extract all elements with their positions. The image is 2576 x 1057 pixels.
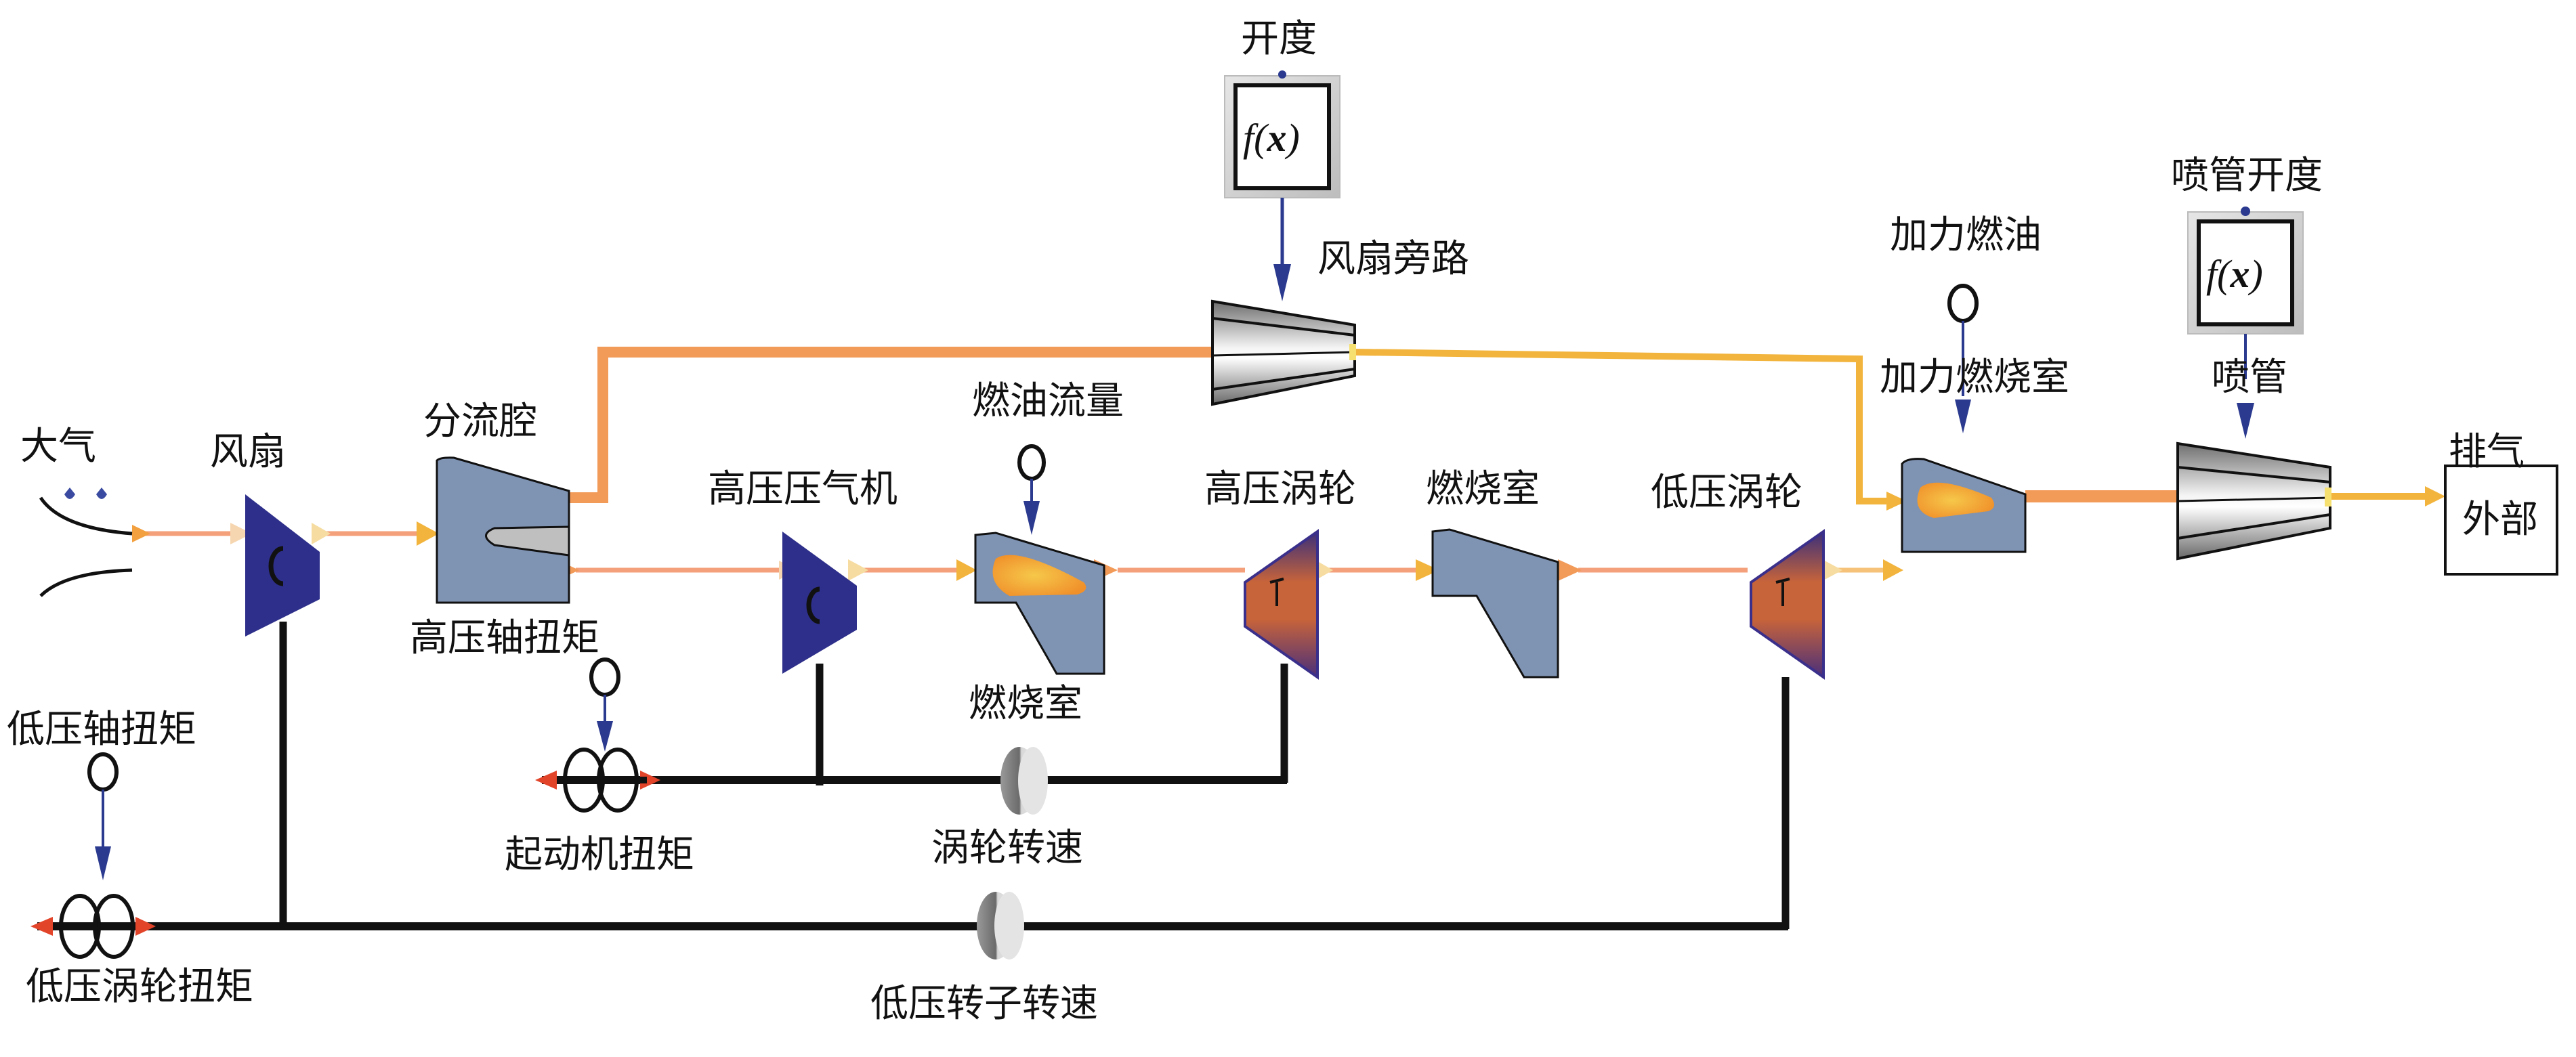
lp-turbine-torque-icon <box>30 894 156 959</box>
outside-boundary-box <box>2444 465 2558 576</box>
hp-shaft-torque-label: 高压轴扭矩 <box>410 616 599 660</box>
fx-x: x <box>1267 116 1287 160</box>
nozzle-label: 喷管 <box>2212 355 2287 400</box>
nozzle-opening-label: 喷管开度 <box>2171 154 2323 198</box>
fx-close: ) <box>1286 116 1300 160</box>
hp-shaft <box>542 664 1288 785</box>
fx-close: ) <box>2250 252 2263 296</box>
fan-bypass-label: 风扇旁路 <box>1317 237 1469 281</box>
ab-fuel-label: 加力燃油 <box>1890 213 2042 257</box>
main-combustor-icon <box>1431 528 1559 678</box>
ab-fuel-input <box>1947 284 1979 433</box>
bypass-fx-label: f(x) <box>1243 118 1300 158</box>
fuel-flow-label: 燃油流量 <box>972 379 1124 423</box>
combustor-label: 燃烧室 <box>969 682 1082 726</box>
outside-label: 外部 <box>2462 498 2538 542</box>
bypass-opening-fx-frame <box>1224 70 1340 301</box>
fan-compressor-icon <box>245 494 320 637</box>
fx-open: ( <box>2217 252 2231 296</box>
lp-turbine-label: 低压涡轮 <box>1651 471 1802 515</box>
fuel-flow-input <box>1017 444 1046 535</box>
turbine-speed-label: 涡轮转速 <box>931 826 1083 870</box>
nozzle-opening-fx-frame <box>2187 207 2304 439</box>
hp-compressor-icon <box>782 532 857 674</box>
core-flow-lines <box>135 531 1890 573</box>
hp-turbine-label: 高压涡轮 <box>1204 467 1356 511</box>
lp-shaft <box>37 622 1790 930</box>
lp-rotor-speed-sensor-icon <box>977 892 1024 959</box>
main-combustor-label: 燃烧室 <box>1426 467 1540 511</box>
fx-f: f <box>2206 252 2218 296</box>
fan-bypass-duct-icon <box>1211 299 1356 406</box>
turbine-speed-sensor-icon <box>1000 747 1048 815</box>
lp-shaft-torque-input <box>87 752 119 880</box>
bypass-opening-label: 开度 <box>1241 17 1317 61</box>
fx-x: x <box>2230 252 2250 296</box>
exhaust-label: 排气 <box>2449 430 2525 474</box>
lp-shaft-torque-label: 低压轴扭矩 <box>7 708 196 752</box>
bypass-exit-flow-line <box>1354 349 1900 504</box>
hp-turbine-icon <box>1244 529 1319 680</box>
lp-rotor-speed-label: 低压转子转速 <box>870 982 1098 1026</box>
bypass-flow-line <box>569 347 1212 503</box>
atmosphere-label: 大气 <box>20 425 96 469</box>
fx-f: f <box>1243 116 1254 160</box>
starter-torque-label: 起动机扭矩 <box>505 833 694 877</box>
hp-shaft-torque-input <box>589 657 620 752</box>
atmosphere-inlet-icon <box>39 488 133 597</box>
lp-turbine-torque-label: 低压涡轮扭矩 <box>26 965 253 1009</box>
afterburner-icon <box>1901 458 2027 553</box>
combustor-icon <box>974 532 1105 675</box>
starter-torque-icon <box>535 748 660 813</box>
splitter-duct-icon <box>436 456 570 604</box>
splitter-label: 分流腔 <box>423 400 537 444</box>
fan-label: 风扇 <box>210 430 286 474</box>
nozzle-icon <box>2176 441 2331 561</box>
lp-turbine-icon <box>1750 529 1825 680</box>
afterburner-label: 加力燃烧室 <box>1880 355 2069 400</box>
fx-open: ( <box>1254 116 1267 160</box>
nozzle-fx-label: f(x) <box>2206 255 2263 294</box>
hp-compressor-label: 高压压气机 <box>708 467 898 511</box>
